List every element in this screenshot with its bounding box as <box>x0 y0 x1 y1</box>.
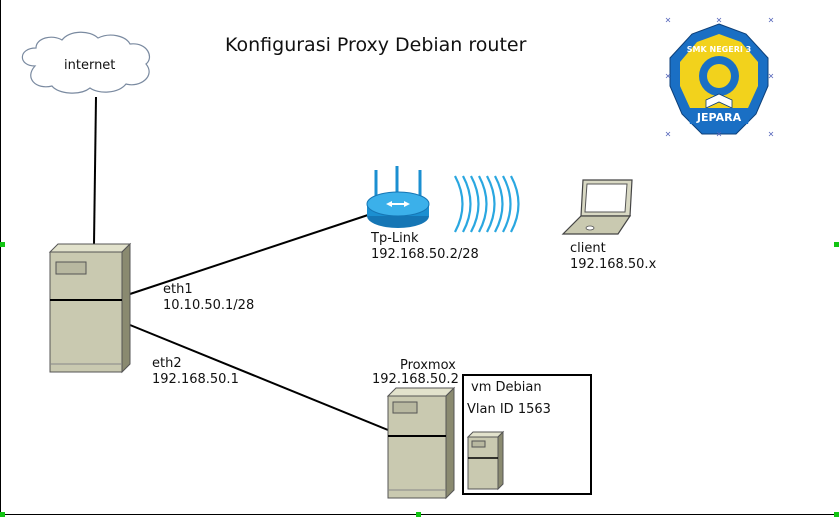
proxmox-server-icon[interactable] <box>386 386 456 500</box>
resize-handle-left[interactable] <box>0 242 5 247</box>
vm-server-icon[interactable] <box>466 430 505 491</box>
link-eth2 <box>129 324 389 431</box>
link-eth1 <box>129 214 369 295</box>
proxmox-ip: 192.168.50.2 <box>372 372 459 387</box>
link-internet-server <box>93 96 97 245</box>
client-name: client <box>570 241 606 256</box>
wifi-router-icon[interactable] <box>366 166 430 228</box>
school-logo: JEPARA SMK NEGERI 3 <box>669 23 769 135</box>
proxmox-name: Proxmox <box>400 358 456 373</box>
tplink-name: Tp-Link <box>371 231 419 246</box>
server-tower-icon[interactable] <box>48 242 132 374</box>
laptop-icon[interactable] <box>561 179 633 235</box>
wifi-waves-icon <box>454 175 520 233</box>
resize-handle-right[interactable] <box>834 242 839 247</box>
vm-container-box[interactable] <box>462 374 592 495</box>
resize-handle-bottom-left[interactable] <box>0 512 5 517</box>
vm-vlan: Vlan ID 1563 <box>467 402 551 417</box>
eth2-ip: 192.168.50.1 <box>152 372 239 387</box>
resize-handle-bottom[interactable] <box>416 512 421 517</box>
eth1-ip: 10.10.50.1/28 <box>163 298 255 313</box>
internet-label: internet <box>64 58 116 73</box>
resize-handle-bottom-right[interactable] <box>834 512 839 517</box>
tplink-ip: 192.168.50.2/28 <box>371 247 479 262</box>
client-ip: 192.168.50.x <box>570 257 657 272</box>
selection-markers <box>665 17 774 137</box>
vm-name: vm Debian <box>471 380 542 395</box>
eth2-label: eth2 <box>152 356 182 371</box>
logo-top-text: SMK NEGERI 3 <box>687 45 751 54</box>
cloud-icon[interactable] <box>21 31 151 94</box>
eth1-label: eth1 <box>163 282 193 297</box>
logo-bottom-text: JEPARA <box>696 111 742 124</box>
diagram-title: Konfigurasi Proxy Debian router <box>225 34 527 56</box>
